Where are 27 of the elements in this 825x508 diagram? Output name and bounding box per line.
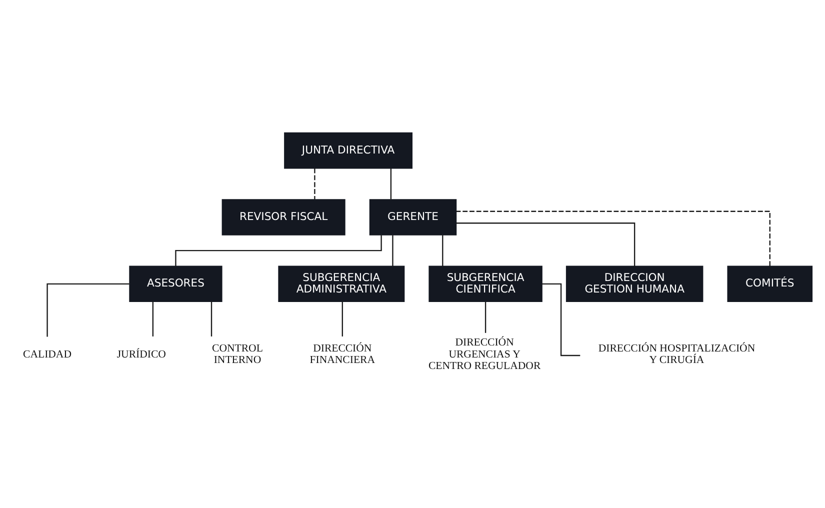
node-text: CONTROL INTERNO — [212, 342, 263, 366]
node-text: DIRECCIÓN HOSPITALIZACIÓN Y CIRUGÍA — [598, 342, 756, 366]
connector — [392, 234, 394, 266]
connector — [210, 301, 212, 336]
connector — [342, 301, 343, 336]
node-text: DIRECCIÓN URGENCIAS Y CENTRO REGULADOR — [428, 336, 541, 372]
node-box: GERENTE — [369, 198, 457, 235]
node-box: SUBGERENCIA CIENTIFICA — [428, 265, 542, 302]
connector — [442, 234, 444, 266]
connector — [314, 168, 316, 199]
node-box: ASESORES — [129, 265, 222, 302]
connector — [152, 301, 154, 336]
node-box: DIRECCION GESTION HUMANA — [566, 265, 704, 302]
connector — [46, 282, 130, 336]
node-text: DIRECCIÓN FINANCIERA — [310, 342, 375, 366]
node-box: COMITÉS — [727, 265, 813, 302]
node-text: JURÍDICO — [116, 348, 166, 360]
node-box: JUNTA DIRECTIVA — [284, 132, 412, 168]
connector — [456, 210, 770, 266]
node-text: CALIDAD — [23, 348, 72, 360]
connector — [456, 222, 636, 266]
node-box: REVISOR FISCAL — [222, 198, 346, 235]
node-box: SUBGERENCIA ADMINISTRATIVA — [278, 265, 405, 302]
connector — [484, 301, 486, 332]
connector — [175, 234, 382, 266]
connector — [390, 168, 392, 199]
connector — [542, 282, 580, 356]
